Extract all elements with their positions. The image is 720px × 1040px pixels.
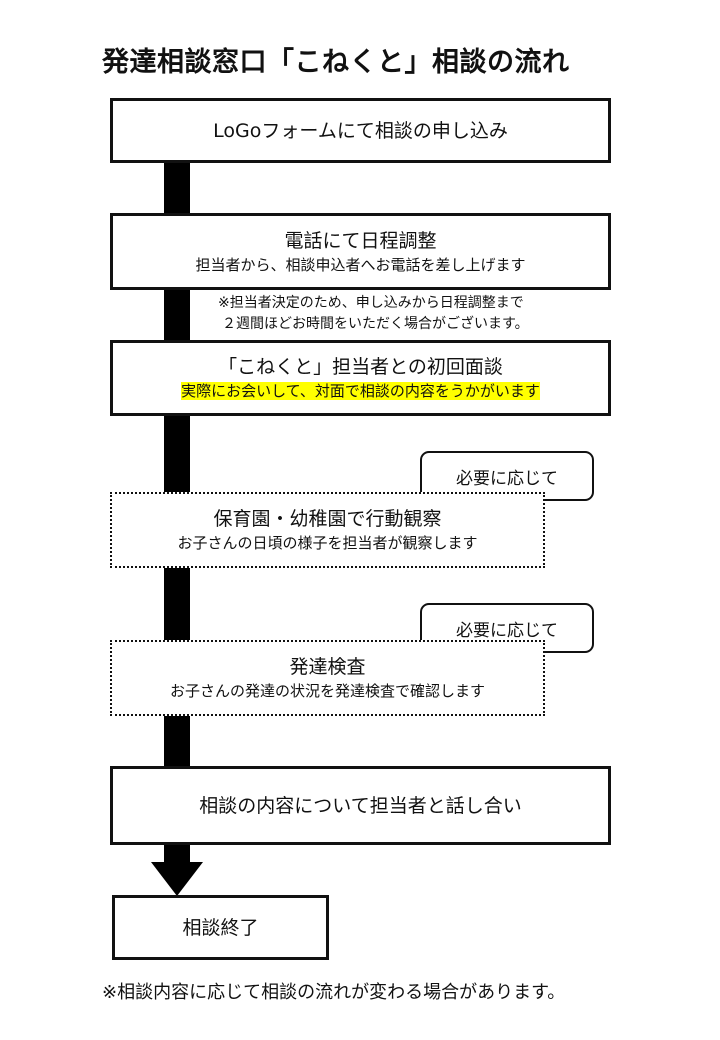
scheduling-note-line1: ※担当者決定のため、申し込みから日程調整まで [218,295,524,311]
step-discussion: 相談の内容について担当者と話し合い [110,766,611,845]
step-phone-scheduling: 電話にて日程調整 担当者から、相談申込者へお電話を差し上げます [110,213,611,290]
step-phone-scheduling-label: 電話にて日程調整 [284,229,437,252]
connector-bar-1 [164,161,190,215]
step-first-interview: 「こねくと」担当者との初回面談 実際にお会いして、対面で相談の内容をうかがいます [110,340,611,416]
step-behavior-observation-label: 保育園・幼稚園で行動観察 [213,508,442,530]
step-behavior-observation: 保育園・幼稚園で行動観察 お子さんの日頃の様子を担当者が観察します [110,492,545,568]
scheduling-note: ※担当者決定のため、申し込みから日程調整まで ２週間ほどお時間をいただく場合がご… [218,293,529,335]
step-development-test-desc: お子さんの発達の状況を発達検査で確認します [169,682,485,700]
step-discussion-label: 相談の内容について担当者と話し合い [199,794,522,817]
step-end-label: 相談終了 [182,916,259,939]
step-phone-scheduling-desc: 担当者から、相談申込者へお電話を差し上げます [195,255,526,274]
arrow-down-icon [151,862,203,896]
step-application-label: LoGoフォームにて相談の申し込み [213,119,508,142]
page-title: 発達相談窓口「こねくと」相談の流れ [102,47,570,78]
connector-bar-3 [164,414,190,494]
step-first-interview-desc: 実際にお会いして、対面で相談の内容をうかがいます [181,382,540,400]
step-development-test: 発達検査 お子さんの発達の状況を発達検査で確認します [110,640,545,716]
step-development-test-label: 発達検査 [289,656,366,678]
scheduling-note-line2: ２週間ほどお時間をいただく場合がございます。 [222,316,529,332]
step-behavior-observation-desc: お子さんの日頃の様子を担当者が観察します [177,534,478,552]
footer-note: ※相談内容に応じて相談の流れが変わる場合があります。 [102,982,566,1003]
step-application: LoGoフォームにて相談の申し込み [110,98,611,163]
step-end: 相談終了 [112,895,329,960]
connector-bar-2 [164,288,190,342]
connector-bar-4 [164,566,190,640]
connector-bar-5 [164,714,190,768]
connector-bar-6 [164,843,190,863]
step-first-interview-label: 「こねくと」担当者との初回面談 [218,356,503,378]
